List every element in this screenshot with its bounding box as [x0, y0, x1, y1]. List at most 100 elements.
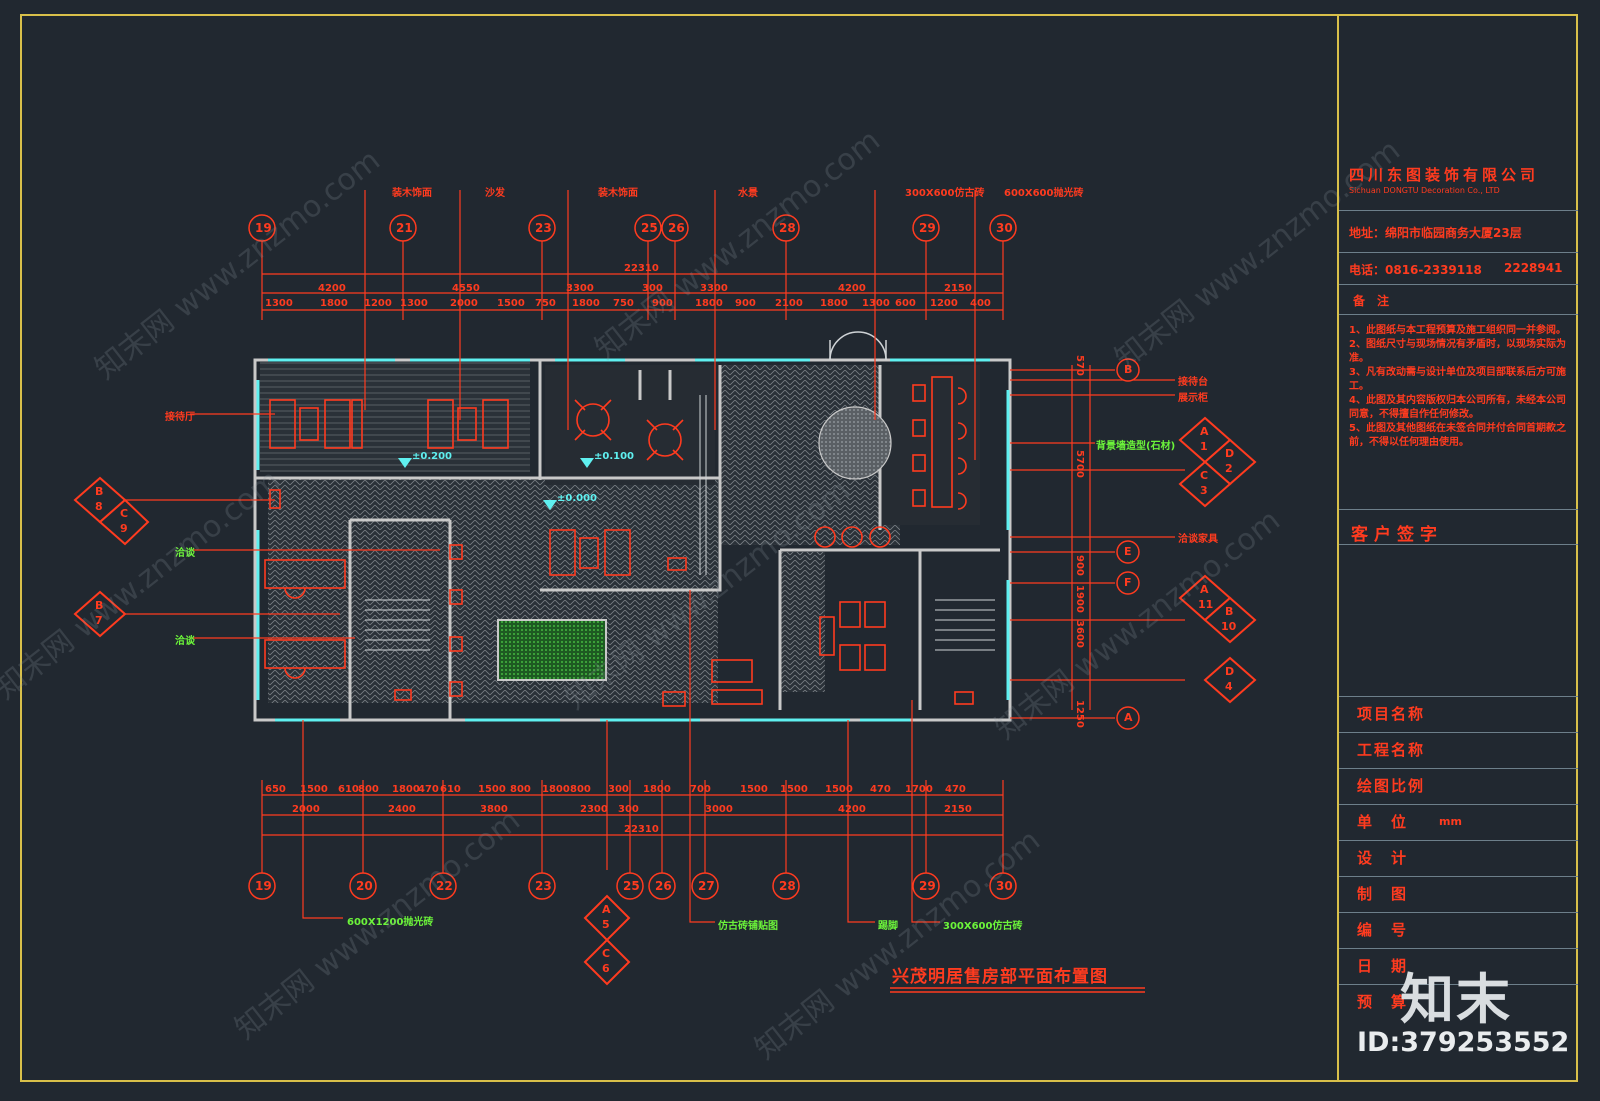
dimension-value: 4200 — [838, 283, 866, 294]
section-tags — [73, 416, 1257, 986]
section-tag-text: B — [95, 485, 104, 498]
dimension-value: 800 — [570, 784, 591, 795]
dimension-value: 1200 — [364, 298, 392, 309]
dimension-value: 4200 — [318, 283, 346, 294]
floor-hatch — [260, 362, 980, 703]
annotation: 洽谈 — [175, 636, 195, 647]
dimension-value: 2300 — [580, 804, 608, 815]
dimension-value: 2400 — [388, 804, 416, 815]
section-tag-text: 5 — [602, 918, 610, 931]
dimension-value: 1800 — [820, 298, 848, 309]
drawing-frame — [20, 14, 1578, 1082]
dimension-value: 4200 — [838, 804, 866, 815]
section-tag-text: 7 — [95, 614, 103, 627]
field-label: 制 图 — [1357, 885, 1409, 903]
field-label: 设 计 — [1357, 849, 1409, 867]
section-tag-text: A — [1200, 583, 1209, 596]
grid-label: 26 — [668, 221, 685, 235]
dimension-value: 1300 — [400, 298, 428, 309]
annotation: 300X600仿古砖 — [905, 188, 985, 199]
field-label: 工程名称 — [1357, 741, 1426, 759]
field-label: 编 号 — [1357, 921, 1409, 939]
grid-label: A — [1124, 711, 1133, 724]
dimension-value: 3300 — [566, 283, 594, 294]
section-tag-text: 2 — [1225, 462, 1233, 475]
sheet-title: 兴茂明居售房部平面布置图 — [892, 967, 1108, 987]
annotation: 600X1200抛光砖 — [347, 917, 434, 928]
dimension-value: 600 — [895, 298, 916, 309]
dimension-value: 900 — [735, 298, 756, 309]
grid-label: 28 — [779, 221, 796, 235]
dimension-value: 4550 — [452, 283, 480, 294]
furniture — [264, 376, 974, 707]
dimension-value: 470 — [870, 784, 891, 795]
client-sign-label: 客户签字 — [1351, 525, 1443, 545]
dimension-value: 470 — [418, 784, 439, 795]
section-tag-text: 10 — [1221, 620, 1237, 633]
section-tag-text: 11 — [1198, 598, 1214, 611]
phone: 电话：0816-2339118 — [1349, 263, 1482, 277]
bottom-total-dim: 22310 — [624, 824, 659, 835]
grid-label: 30 — [996, 221, 1013, 235]
windows — [256, 358, 1010, 722]
section-tag-text: A — [1200, 425, 1209, 438]
title-block: 四川东图装饰有限公司 Sichuan DONGTU Decoration Co.… — [1337, 14, 1578, 1082]
dimension-value: 1500 — [825, 784, 853, 795]
field-label: 预 算 — [1357, 993, 1409, 1011]
level-markers — [398, 458, 594, 510]
section-tag-text: 1 — [1200, 440, 1208, 453]
dimension-value: 2150 — [944, 804, 972, 815]
section-tag-text: 8 — [95, 500, 103, 513]
dimension-value: 900 — [1074, 555, 1085, 576]
dimension-value: 570 — [1074, 355, 1085, 376]
section-tag-text: 6 — [602, 962, 610, 975]
grid-label: 19 — [255, 879, 272, 893]
grid-label: 25 — [623, 879, 640, 893]
dimension-value: 5700 — [1074, 450, 1085, 478]
level-label: ±0.100 — [594, 451, 635, 462]
dimension-value: 1300 — [862, 298, 890, 309]
grid-label: 28 — [779, 879, 796, 893]
grid-label: 29 — [919, 879, 936, 893]
grid-label: 23 — [535, 221, 552, 235]
dimension-value: 3300 — [700, 283, 728, 294]
grid-label: 26 — [655, 879, 672, 893]
annotation: 装木饰面 — [598, 188, 638, 199]
dimension-value: 1800 — [643, 784, 671, 795]
dimension-value: 700 — [690, 784, 711, 795]
address: 地址：绵阳市临园商务大厦23层 — [1349, 226, 1522, 240]
section-tag-text: D — [1225, 447, 1235, 460]
annotation: 接待厅 — [165, 412, 195, 423]
dimension-value: 1800 — [392, 784, 420, 795]
dimension-value: 3800 — [480, 804, 508, 815]
annotation: 沙发 — [485, 188, 505, 199]
round-tables — [574, 399, 684, 461]
dimension-value: 1500 — [780, 784, 808, 795]
dimension-value: 1250 — [1074, 700, 1085, 728]
section-tag-text: 3 — [1200, 484, 1208, 497]
annotation: 仿古砖铺贴图 — [718, 921, 778, 932]
grid-label: 21 — [396, 221, 413, 235]
dimension-value: 900 — [652, 298, 673, 309]
leader-lines — [100, 190, 1185, 923]
grid-bubbles-bottom — [248, 872, 1017, 900]
company-name-en: Sichuan DONGTU Decoration Co., LTD — [1349, 186, 1500, 195]
dimension-value: 610 — [440, 784, 461, 795]
dimension-value: 1900 — [1074, 585, 1085, 613]
water-feature-round — [818, 406, 892, 480]
dimension-value: 800 — [358, 784, 379, 795]
company-name: 四川东图装饰有限公司 — [1349, 166, 1540, 184]
lawn-feature — [497, 619, 607, 681]
dimension-value: 1500 — [300, 784, 328, 795]
section-tag-text: C — [1200, 469, 1209, 482]
section-tag-text: A — [602, 903, 611, 916]
section-tag-text: C — [120, 507, 129, 520]
top-total-dim: 22310 — [624, 263, 659, 274]
dimension-value: 1500 — [497, 298, 525, 309]
level-label: ±0.000 — [557, 493, 598, 504]
dimension-value: 1200 — [930, 298, 958, 309]
grid-label: B — [1124, 363, 1133, 376]
grid-label: F — [1124, 576, 1132, 589]
annotation: 水景 — [738, 188, 758, 199]
